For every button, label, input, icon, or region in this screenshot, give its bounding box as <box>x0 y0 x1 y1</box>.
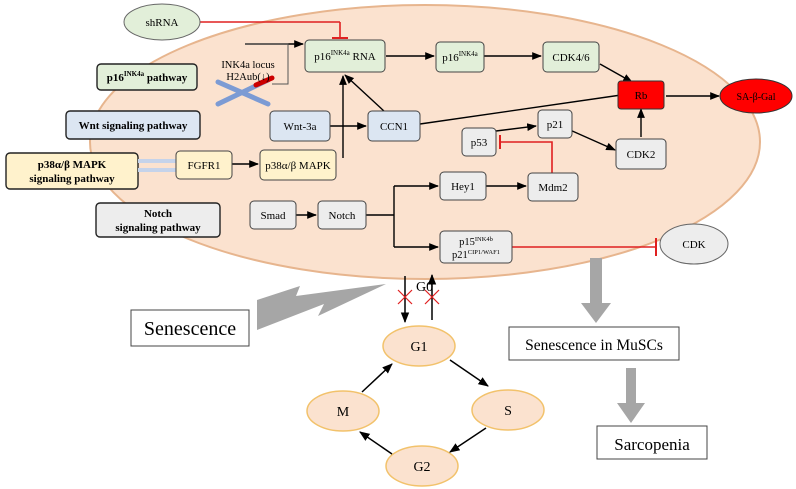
p16-pathway-box <box>96 63 198 91</box>
p38-pathway-line1: p38α/β MAPK <box>38 159 107 171</box>
p15-p21-node <box>439 230 513 264</box>
to-musc-arrow <box>581 258 611 323</box>
p38-connector-bars <box>138 159 176 172</box>
senescence-label: Senescence <box>144 318 236 340</box>
g2-node <box>385 445 459 487</box>
ccn1-to-rb-arrow <box>419 91 629 125</box>
p53-to-p21-arrow <box>495 123 537 132</box>
p21-node <box>537 109 573 139</box>
hey1-label: Hey1 <box>451 181 475 193</box>
sarcopenia-label: Sarcopenia <box>614 435 690 454</box>
g1-to-s-arrow <box>449 359 489 387</box>
mdm2-label: Mdm2 <box>538 182 567 194</box>
s-label: S <box>504 404 512 419</box>
cdk2-label: CDK2 <box>627 149 656 161</box>
p16-protein-node <box>435 41 485 73</box>
wnt-pathway-label: Wnt signaling pathway <box>79 120 188 132</box>
cdk46-label: CDK4/6 <box>552 52 590 64</box>
dna-cross-icon <box>215 75 275 107</box>
s-node <box>471 389 545 431</box>
sa-beta-gal-label: SA-β-Gal <box>737 92 776 103</box>
shrna-node <box>123 3 201 41</box>
blocked-x-marks <box>397 289 440 305</box>
m-label: M <box>337 405 350 420</box>
ccn1-to-rna-arrow <box>344 74 386 113</box>
p16-rna-node <box>304 39 386 73</box>
notch-node <box>317 200 367 230</box>
ccn1-label: CCN1 <box>380 121 408 133</box>
p21-label: p21 <box>547 119 564 131</box>
fgfr1-node <box>175 150 233 180</box>
musc-box <box>508 326 680 361</box>
cdk-node <box>659 223 729 265</box>
notch-pathway-line1: Notch <box>144 208 172 220</box>
smad-node <box>249 200 297 230</box>
p21-cip1-label: p21CIP1/WAF1 <box>452 249 500 261</box>
m-node <box>306 390 380 432</box>
smad-label: Smad <box>260 210 286 222</box>
p16-protein-label: p16INK4a <box>442 50 478 64</box>
m-to-g1-arrow <box>361 363 393 393</box>
p15-label: p15INK4b <box>459 236 493 248</box>
ink4a-locus-line2: H2Aub(↓) <box>226 72 270 83</box>
wnt3a-label: Wnt-3a <box>284 121 317 133</box>
lightning-bolt-icon <box>257 284 386 330</box>
notch-label: Notch <box>329 210 356 222</box>
shrna-label: shRNA <box>145 17 178 29</box>
p16-rna-label: p16INK4a RNA <box>314 49 376 63</box>
rb-label: Rb <box>635 90 648 102</box>
cdk-label: CDK <box>682 239 705 251</box>
wnt3a-node <box>269 110 331 142</box>
musc-label: Senescence in MuSCs <box>525 337 663 354</box>
cdk46-node <box>542 41 600 73</box>
g1-label: G1 <box>410 340 427 355</box>
sarcopenia-box <box>596 425 708 460</box>
sa-beta-gal-node <box>719 78 793 114</box>
cell-cycle: G1 S G2 M <box>306 325 545 487</box>
cdk2-node <box>615 138 667 170</box>
p53-label: p53 <box>471 137 488 149</box>
senescence-box <box>130 309 250 347</box>
p16-pathway-label: p16INK4a pathway <box>107 70 188 84</box>
p38-pathway-line2: signaling pathway <box>29 173 115 185</box>
g2-to-m-arrow <box>359 431 393 455</box>
g1-node <box>382 325 456 367</box>
cdk46-to-rb-arrow <box>599 63 633 83</box>
notch-pathway-line2: signaling pathway <box>115 222 201 234</box>
fgfr1-label: FGFR1 <box>187 160 220 172</box>
g2-label: G2 <box>413 460 430 475</box>
notch-pathway-box <box>95 202 221 238</box>
p38-mapk-node <box>259 149 337 181</box>
connectors <box>200 21 720 256</box>
ink4a-locus-line1: INK4a locus <box>221 60 274 71</box>
wnt-pathway-box <box>65 110 201 140</box>
hey1-node <box>439 171 487 201</box>
ccn1-node <box>367 110 421 142</box>
mdm2-inhibit-line <box>500 141 553 174</box>
locus-bracket <box>245 43 289 85</box>
outcome-arrows <box>581 258 645 423</box>
to-sarcopenia-arrow <box>617 368 645 423</box>
rb-node <box>617 80 665 110</box>
s-to-g2-arrow <box>449 427 487 453</box>
g0-label: G0 <box>416 280 433 295</box>
mdm2-node <box>527 172 579 202</box>
p38-mapk-label: p38α/β MAPK <box>265 160 331 172</box>
p21-to-cdk2-arrow <box>569 129 616 151</box>
p53-node <box>461 127 497 157</box>
